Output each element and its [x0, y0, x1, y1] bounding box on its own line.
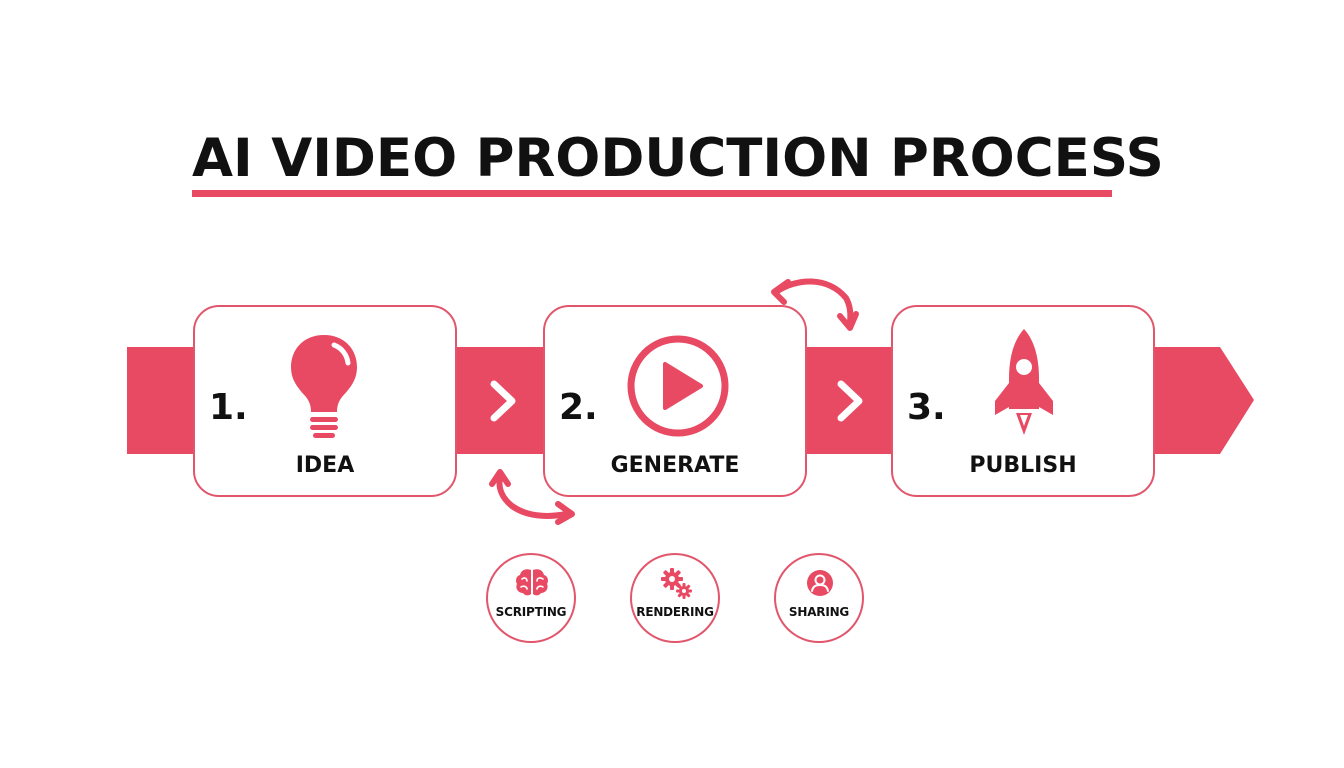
- step-number: 2.: [559, 387, 598, 428]
- rocket-icon: [995, 329, 1053, 435]
- step-label: GENERATE: [610, 453, 740, 478]
- step-number: 3.: [907, 387, 946, 428]
- substep-scripting: SCRIPTING: [486, 553, 576, 643]
- play-icon: [627, 335, 729, 437]
- page-title: AI VIDEO PRODUCTION PROCESS: [192, 128, 1164, 189]
- substep-label: SCRIPTING: [495, 605, 567, 619]
- substep-label: SHARING: [788, 605, 850, 619]
- gears-icon: [661, 568, 692, 599]
- step-label: IDEA: [295, 453, 355, 478]
- brain-icon: [516, 569, 548, 596]
- step-card-generate: 2. GENERATE: [543, 305, 807, 497]
- step-card-idea: 1. IDEA: [193, 305, 457, 497]
- title-underline: [192, 190, 1112, 197]
- cycle-arrows-icon: [771, 278, 859, 331]
- lightbulb-icon: [291, 335, 357, 438]
- substep-rendering: RENDERING: [630, 553, 720, 643]
- substep-label: RENDERING: [636, 605, 714, 619]
- chevron-right-icon: [837, 380, 863, 422]
- user-icon: [807, 570, 833, 596]
- step-number: 1.: [209, 387, 248, 428]
- step-label: PUBLISH: [969, 453, 1077, 478]
- substep-sharing: SHARING: [774, 553, 864, 643]
- cycle-arrows-icon: [489, 469, 575, 525]
- chevron-right-icon: [490, 380, 516, 422]
- step-card-publish: 3. PUBLISH: [891, 305, 1155, 497]
